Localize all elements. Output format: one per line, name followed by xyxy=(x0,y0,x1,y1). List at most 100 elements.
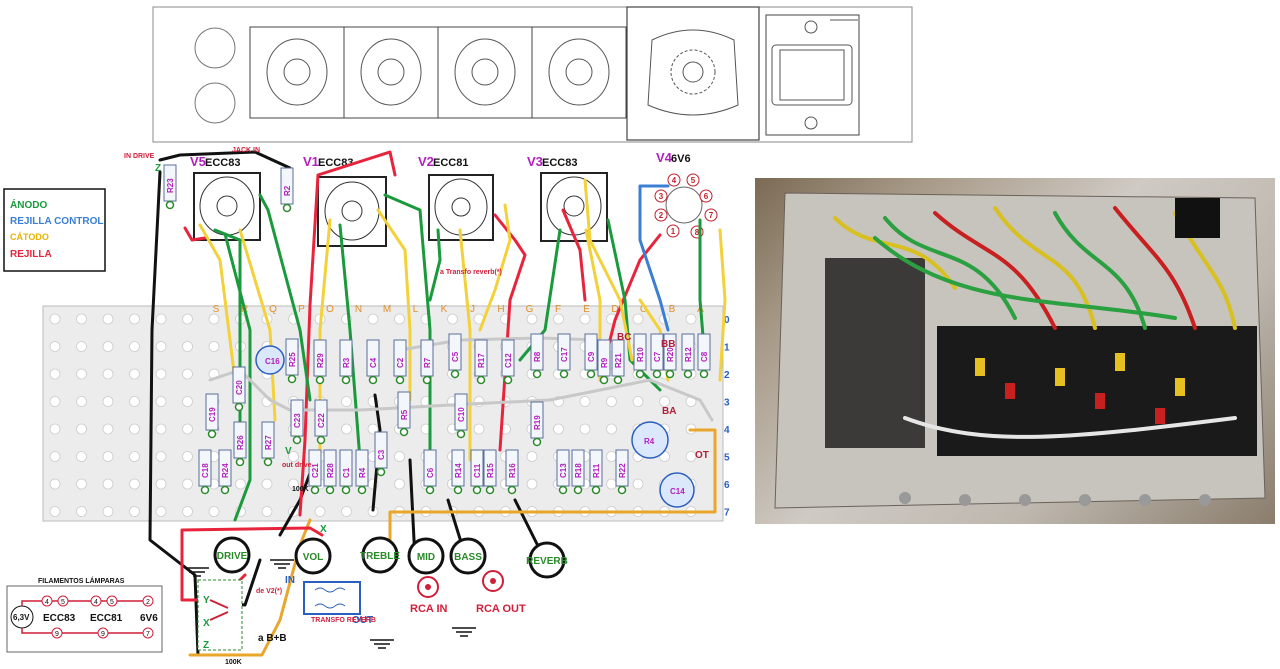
de-v2-label: de V2(*) xyxy=(256,588,282,595)
svg-text:R19: R19 xyxy=(533,415,542,430)
component-c17: C17 xyxy=(557,333,571,379)
svg-text:C6: C6 xyxy=(426,467,435,478)
legend-rejilla: REJILLA xyxy=(10,249,52,260)
svg-text:6: 6 xyxy=(704,192,709,201)
v-label: V xyxy=(285,446,292,457)
z-top-label: Z xyxy=(155,163,161,174)
filament-ecc83: ECC83 xyxy=(43,613,76,624)
component-c23: C23 xyxy=(290,399,304,445)
component-r5: R5 xyxy=(397,391,411,437)
switch-block: Y X Z Z 100K xyxy=(155,163,243,666)
row-label: 4 xyxy=(724,425,730,436)
svg-text:C5: C5 xyxy=(451,351,460,362)
tube-v4-id: V4 xyxy=(656,150,673,165)
svg-text:C8: C8 xyxy=(700,351,709,362)
svg-text:C3: C3 xyxy=(377,449,386,460)
pot-reverb: REVERB xyxy=(526,541,568,579)
filament-6v6: 6V6 xyxy=(140,613,158,624)
svg-text:C2: C2 xyxy=(396,357,405,368)
c16-label: C16 xyxy=(265,357,280,366)
svg-text:R3: R3 xyxy=(342,357,351,368)
component-c19: C19 xyxy=(205,393,219,439)
svg-text:C19: C19 xyxy=(208,407,217,422)
pot-bass: BASS xyxy=(449,537,487,575)
svg-text:4: 4 xyxy=(45,599,49,606)
svg-text:R9: R9 xyxy=(600,357,609,368)
tube-v5-id: V5 xyxy=(190,154,206,169)
ba-label: BA xyxy=(662,406,676,417)
svg-text:9: 9 xyxy=(101,631,105,638)
svg-text:VOL: VOL xyxy=(303,552,324,563)
tube-v1-id: V1 xyxy=(303,154,319,169)
svg-text:R12: R12 xyxy=(684,347,693,362)
svg-text:C1: C1 xyxy=(342,467,351,478)
tube-v2-id: V2 xyxy=(418,154,434,169)
board-annotations: IN DRIVE JACK IN a Transfo reverb(*) V o… xyxy=(124,147,709,535)
component-c11: C11 xyxy=(470,449,484,495)
component-r22: R22 xyxy=(615,449,629,495)
column-label: G xyxy=(526,304,534,315)
svg-text:C18: C18 xyxy=(201,463,210,478)
svg-text:C9: C9 xyxy=(587,351,596,362)
front-panel-drawing xyxy=(152,6,913,143)
svg-text:C13: C13 xyxy=(559,463,568,478)
svg-text:R21: R21 xyxy=(614,353,623,368)
svg-text:R25: R25 xyxy=(288,352,297,367)
svg-text:R26: R26 xyxy=(236,435,245,450)
svg-text:R24: R24 xyxy=(221,463,230,478)
component-r21: R21 xyxy=(611,339,625,385)
legend-rejilla-control: REJILLA CONTROL xyxy=(10,216,104,227)
filament-ecc81: ECC81 xyxy=(90,613,123,624)
column-label: C xyxy=(640,304,647,315)
component-c21: C21 xyxy=(308,449,322,495)
x-bottom-label: X xyxy=(203,618,210,629)
svg-text:R4: R4 xyxy=(358,467,367,478)
component-r18: R18 xyxy=(571,449,585,495)
svg-text:5: 5 xyxy=(61,599,65,606)
component-r29: R29 xyxy=(313,339,327,385)
filament-box: FILAMENTOS LÁMPARAS 6,3V 4 5 4 5 2 9 9 7… xyxy=(6,576,163,653)
component-r23: R23 xyxy=(163,164,177,210)
ground-symbols xyxy=(185,559,476,649)
legend: ÁNODO REJILLA CONTROL CÁTODO REJILLA xyxy=(3,188,106,272)
component-c9: C9 xyxy=(584,333,598,379)
svg-text:R18: R18 xyxy=(574,463,583,478)
component-c3: C3 xyxy=(374,431,388,477)
component-c12: C12 xyxy=(501,339,515,385)
svg-text:R11: R11 xyxy=(592,463,601,478)
svg-text:2: 2 xyxy=(146,599,150,606)
legend-anodo: ÁNODO xyxy=(10,198,47,211)
component-r14: R14 xyxy=(451,449,465,495)
component-c22: C22 xyxy=(314,399,328,445)
component-c7: C7 xyxy=(650,333,664,379)
svg-text:R16: R16 xyxy=(508,463,517,478)
svg-text:7: 7 xyxy=(709,211,714,220)
x-label: X xyxy=(320,524,327,535)
svg-text:C4: C4 xyxy=(369,357,378,368)
component-r4: R4 xyxy=(355,449,369,495)
electrolytic-caps: C16 R4 C14 xyxy=(255,345,695,508)
component-r16: R16 xyxy=(505,449,519,495)
component-r3: R3 xyxy=(339,339,353,385)
component-r28: R28 xyxy=(323,449,337,495)
component-c4: C4 xyxy=(366,339,380,385)
svg-text:5: 5 xyxy=(110,599,114,606)
component-c20: C20 xyxy=(232,366,246,412)
tube-v5-model: ECC83 xyxy=(205,157,240,169)
column-label: E xyxy=(583,304,590,315)
svg-text:C21: C21 xyxy=(311,463,320,478)
pot-mid: MID xyxy=(407,537,445,575)
svg-text:C7: C7 xyxy=(653,351,662,362)
row-label: 3 xyxy=(724,398,730,409)
reverb-transformer: IN OUT TRANSFO REVERB de V2(*) a B+B xyxy=(256,575,376,644)
ot-label: OT xyxy=(695,450,709,461)
column-label: M xyxy=(383,304,391,315)
legend-catodo: CÁTODO xyxy=(10,232,49,242)
tube-v3-model: ECC83 xyxy=(542,157,577,169)
component-r27: R27 xyxy=(261,421,275,467)
component-c1: C1 xyxy=(339,449,353,495)
c14-label: C14 xyxy=(670,487,685,496)
svg-text:C20: C20 xyxy=(235,380,244,395)
component-r19: R19 xyxy=(530,401,544,447)
